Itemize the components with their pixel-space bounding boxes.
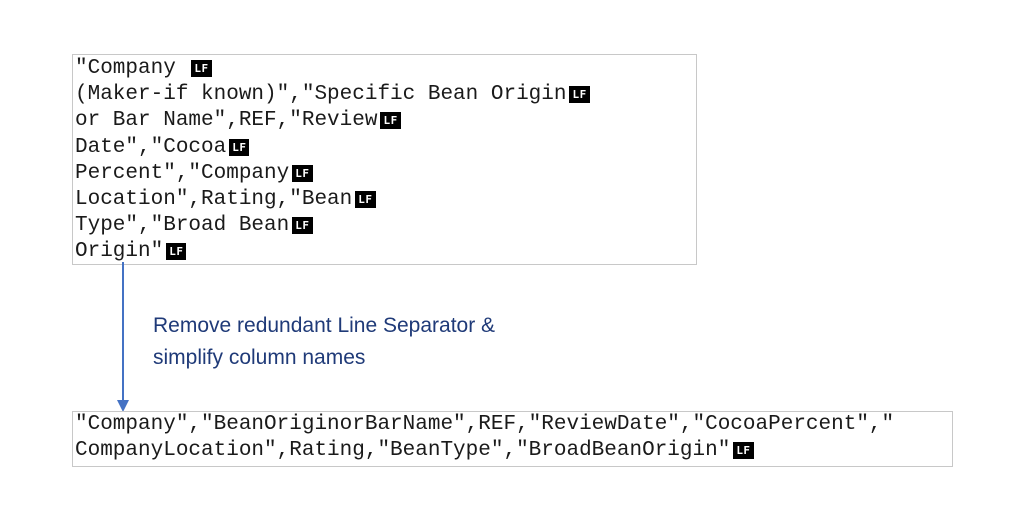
result-line-1: "Company","BeanOriginorBarName",REF,"Rev… [75, 412, 952, 438]
result-header-box: "Company","BeanOriginorBarName",REF,"Rev… [72, 411, 953, 467]
caption-line-1: Remove redundant Line Separator & [153, 314, 496, 337]
original-line-7-text: Type","Broad Bean [75, 214, 290, 238]
original-line-6-text: Location",Rating,"Bean [75, 187, 353, 211]
result-line-1-text: "Company","BeanOriginorBarName",REF,"Rev… [75, 413, 895, 436]
original-line-1-text: "Company [75, 57, 189, 80]
line-feed-marker: LF [166, 243, 187, 261]
original-header-box: "Company LF (Maker-if known)","Specific … [72, 54, 697, 265]
line-feed-marker: LF [292, 164, 313, 182]
original-line-2-text: (Maker-if known)","Specific Bean Origin [75, 83, 567, 107]
original-line-8-text: Origin" [75, 240, 164, 264]
line-feed-marker: LF [229, 138, 250, 156]
original-line-5-text: Percent","Company [75, 161, 290, 185]
line-feed-marker: LF [733, 442, 754, 460]
original-line-3-text: or Bar Name",REF,"Review [75, 109, 378, 133]
result-line-2-text: CompanyLocation",Rating,"BeanType","Broa… [75, 439, 731, 463]
line-feed-marker: LF [569, 86, 590, 104]
line-feed-marker: LF [355, 190, 376, 208]
line-feed-marker: LF [380, 112, 401, 130]
caption-line-2: simplify column names [153, 346, 366, 369]
original-line-8: Origin"LF [75, 239, 696, 265]
transformation-caption: Remove redundant Line Separator & simpli… [153, 310, 713, 374]
result-line-2: CompanyLocation",Rating,"BeanType","Broa… [75, 438, 952, 464]
line-feed-marker: LF [191, 60, 212, 77]
original-line-1: "Company LF [75, 56, 696, 82]
down-arrow-icon [117, 262, 129, 412]
line-feed-marker: LF [292, 217, 313, 235]
original-line-4-text: Date","Cocoa [75, 135, 227, 159]
arrow-head [117, 400, 129, 412]
